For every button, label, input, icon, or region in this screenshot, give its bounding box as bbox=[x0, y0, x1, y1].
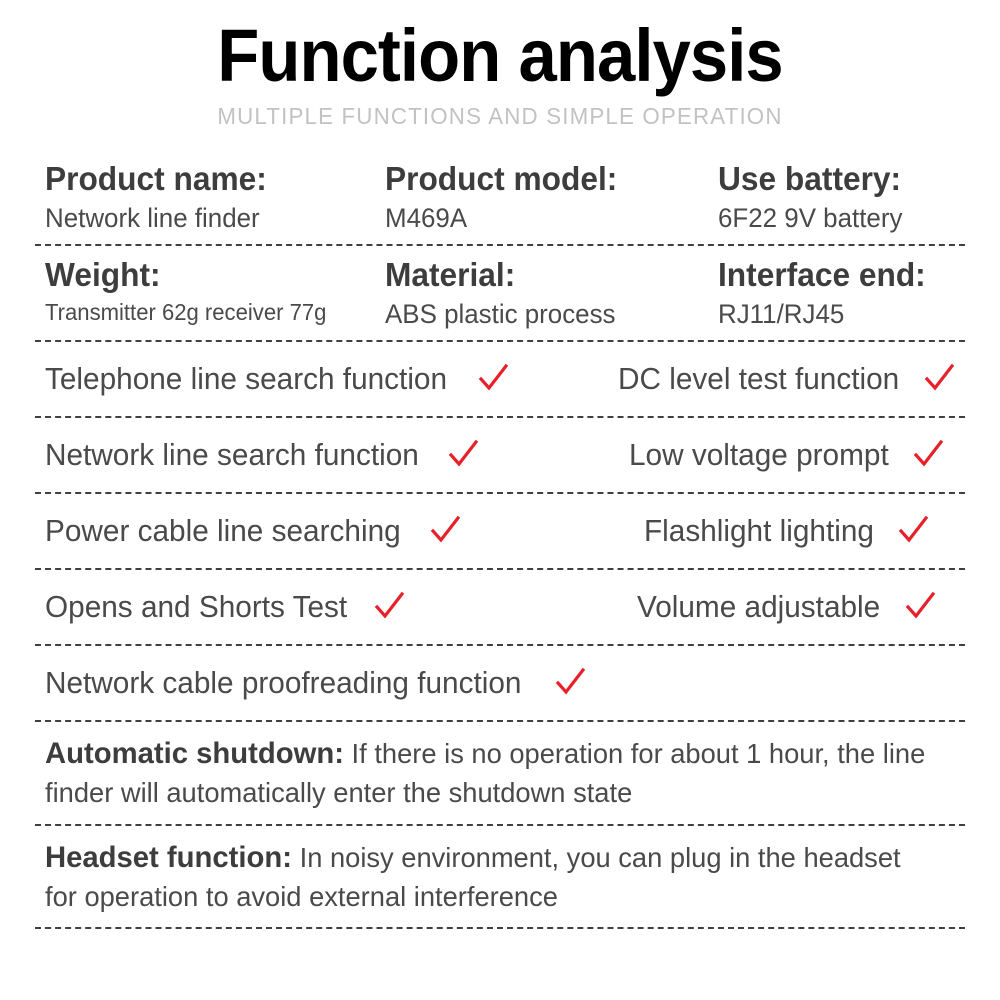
paragraph: Automatic shutdown: If there is no opera… bbox=[45, 734, 932, 812]
spec-row: Weight: Transmitter 62g receiver 77g Mat… bbox=[0, 246, 1000, 340]
feature-label: Power cable line searching bbox=[45, 512, 401, 548]
feature-label: Opens and Shorts Test bbox=[45, 588, 348, 624]
header: Function analysis MULTIPLE FUNCTIONS AND… bbox=[0, 0, 1000, 130]
divider bbox=[35, 823, 965, 826]
feature-row: Opens and Shorts Test Volume adjustable bbox=[0, 570, 1000, 644]
checkmark-icon bbox=[430, 515, 460, 546]
feature-item: Network cable proofreading function bbox=[45, 664, 586, 701]
feature-label: Network cable proofreading function bbox=[45, 664, 522, 700]
feature-row: Telephone line search function DC level … bbox=[0, 342, 1000, 416]
feature-item: DC level test function bbox=[590, 361, 1000, 397]
divider bbox=[35, 927, 965, 930]
feature-label: Telephone line search function bbox=[45, 360, 448, 396]
spec-value: 6F22 9V battery bbox=[718, 203, 903, 234]
checkmark-icon bbox=[478, 363, 508, 394]
feature-label: Low voltage prompt bbox=[628, 436, 889, 472]
checkmark-icon bbox=[913, 439, 944, 470]
feature-label: DC level test function bbox=[617, 360, 899, 396]
divider bbox=[35, 491, 965, 494]
divider bbox=[35, 719, 965, 722]
spec-label: Product name: bbox=[45, 160, 267, 198]
page-subtitle: MULTIPLE FUNCTIONS AND SIMPLE OPERATION bbox=[217, 103, 783, 130]
spec-label: Interface end: bbox=[718, 256, 926, 294]
spec-label: Product model: bbox=[385, 160, 618, 198]
spec-value: Network line finder bbox=[45, 203, 260, 234]
spec-cell-weight: Weight: Transmitter 62g receiver 77g bbox=[45, 256, 385, 332]
feature-item: Volume adjustable bbox=[590, 589, 1000, 625]
spec-value: Transmitter 62g receiver 77g bbox=[45, 299, 327, 326]
spec-label: Material: bbox=[385, 256, 516, 294]
spec-label: Use battery: bbox=[718, 160, 902, 198]
feature-label: Flashlight lighting bbox=[644, 512, 875, 548]
spec-cell-material: Material: ABS plastic process bbox=[385, 256, 718, 332]
checkmark-icon bbox=[555, 667, 586, 698]
checkmark-icon bbox=[898, 515, 928, 546]
checkmark-icon bbox=[448, 439, 479, 470]
feature-row: Power cable line searching Flashlight li… bbox=[0, 494, 1000, 568]
paragraph-body: If there is no operation for about 1 hou… bbox=[45, 737, 926, 809]
feature-item: Network line search function bbox=[45, 437, 590, 473]
paragraph-lead: Automatic shutdown: bbox=[45, 736, 344, 770]
spec-cell-use-battery: Use battery: 6F22 9V battery bbox=[718, 160, 1000, 236]
spec-row: Product name: Network line finder Produc… bbox=[0, 150, 1000, 244]
feature-row: Network cable proofreading function bbox=[0, 646, 1000, 720]
paragraph-lead: Headset function: bbox=[45, 840, 293, 874]
feature-item: Telephone line search function bbox=[45, 361, 590, 397]
paragraph-block-headset-function: Headset function: In noisy environment, … bbox=[0, 826, 1000, 928]
spec-cell-interface-end: Interface end: RJ11/RJ45 bbox=[718, 256, 1000, 332]
spec-value: M469A bbox=[385, 203, 468, 234]
paragraph-body: In noisy environment, you can plug in th… bbox=[45, 841, 901, 912]
divider bbox=[35, 244, 965, 247]
spec-value: RJ11/RJ45 bbox=[718, 299, 845, 330]
checkmark-icon bbox=[374, 591, 404, 622]
page-title: Function analysis bbox=[217, 14, 783, 97]
feature-item: Opens and Shorts Test bbox=[45, 589, 590, 625]
divider bbox=[35, 567, 965, 570]
divider bbox=[35, 339, 965, 342]
divider bbox=[35, 643, 965, 646]
feature-label: Volume adjustable bbox=[637, 588, 881, 624]
checkmark-icon bbox=[905, 591, 935, 622]
spec-label: Weight: bbox=[45, 256, 161, 294]
feature-item: Flashlight lighting bbox=[590, 513, 1000, 549]
feature-item: Power cable line searching bbox=[45, 513, 590, 549]
spec-cell-product-model: Product model: M469A bbox=[385, 160, 718, 236]
checkmark-icon bbox=[924, 363, 955, 394]
paragraph-block-automatic-shutdown: Automatic shutdown: If there is no opera… bbox=[0, 722, 1000, 824]
paragraph: Headset function: In noisy environment, … bbox=[45, 838, 932, 916]
feature-item: Low voltage prompt bbox=[590, 437, 1000, 473]
spec-value: ABS plastic process bbox=[385, 299, 616, 330]
feature-label: Network line search function bbox=[45, 436, 419, 472]
divider bbox=[35, 415, 965, 418]
feature-row: Network line search function Low voltage… bbox=[0, 418, 1000, 492]
spec-cell-product-name: Product name: Network line finder bbox=[45, 160, 385, 236]
